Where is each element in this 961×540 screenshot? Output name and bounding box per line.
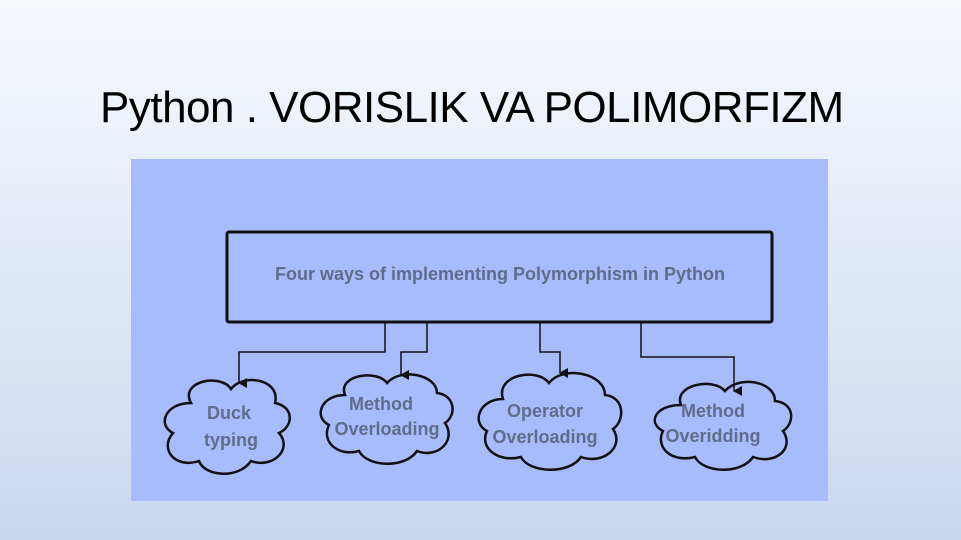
connectors	[238, 322, 742, 396]
cloud-method-overidding: Method Overidding	[653, 380, 793, 471]
cloud-line-1: Method	[681, 401, 745, 421]
cloud-line-2: Overloading	[334, 419, 439, 439]
cloud-method-overloading: Method Overloading	[319, 373, 454, 465]
root-box	[225, 230, 774, 324]
cloud-shape	[319, 373, 454, 465]
cloud-shape	[477, 371, 623, 471]
cloud-shape	[653, 380, 793, 471]
root-label: Four ways of implementing Polymorphism i…	[275, 264, 725, 284]
polymorphism-diagram: Four ways of implementing Polymorphism i…	[131, 159, 828, 501]
cloud-line-1: Operator	[507, 401, 583, 421]
cloud-operator-overloading: Operator Overloading	[477, 371, 623, 471]
cloud-line-1: Method	[349, 394, 413, 414]
cloud-shape	[163, 378, 291, 475]
diagram-canvas: Four ways of implementing Polymorphism i…	[163, 230, 793, 475]
cloud-line-1: Duck	[207, 403, 252, 423]
slide-title: Python . VORISLIK VA POLIMORFIZM	[100, 83, 844, 132]
cloud-line-2: Overidding	[665, 426, 760, 446]
connector-method-overidding	[640, 322, 742, 396]
connector-method-overloading	[400, 322, 428, 380]
cloud-duck-typing: Duck typing	[163, 378, 291, 475]
root-node: Four ways of implementing Polymorphism i…	[225, 230, 774, 324]
cloud-line-2: typing	[204, 430, 258, 450]
connector-duck-typing	[238, 322, 386, 388]
connector-operator-overloading	[539, 322, 568, 378]
cloud-line-2: Overloading	[492, 427, 597, 447]
